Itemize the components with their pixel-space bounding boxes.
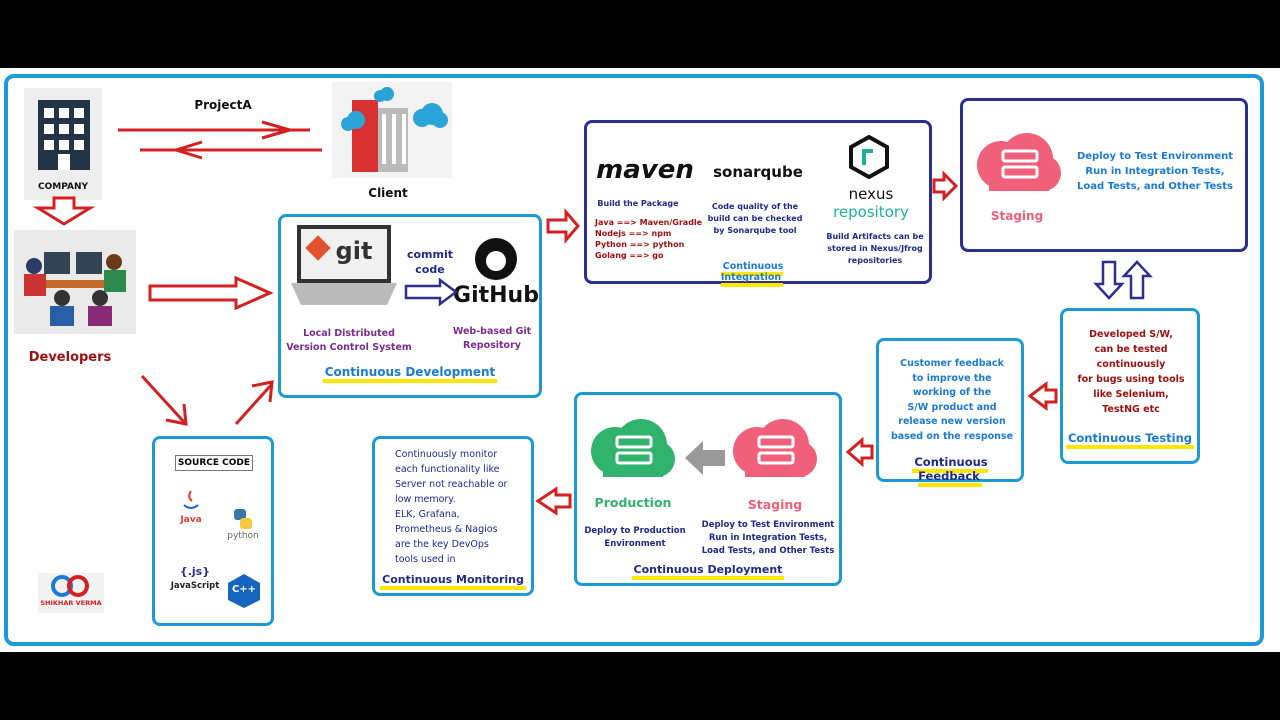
production-cloud-icon	[591, 419, 675, 477]
company-label: COMPANY	[38, 182, 88, 192]
outer-frame	[4, 74, 1264, 646]
logo-text: SHIKHAR VERMA	[40, 599, 102, 607]
continuous-integration-box: maven sonarqube nexus repository Build t…	[584, 120, 932, 287]
production-desc: Deploy to Production Environment	[584, 526, 686, 549]
production-label: Production	[594, 495, 672, 510]
github-octocat-icon	[475, 238, 517, 280]
continuous-deployment-label: Continuous Deployment	[631, 563, 785, 580]
continuous-integration-label: Continuous Integration	[720, 261, 784, 287]
nexus-desc: Build Artifacts can be stored in Nexus/J…	[826, 232, 924, 265]
continuous-testing-box: Developed S/W, can be tested continuousl…	[1060, 308, 1200, 464]
cpp-label: C++	[231, 584, 257, 595]
client-label: Client	[368, 186, 408, 200]
testing-desc: Developed S/W, can be tested continuousl…	[1077, 329, 1185, 415]
java-icon	[183, 490, 199, 509]
git-laptop-icon	[291, 225, 397, 305]
python-icon	[234, 509, 252, 529]
continuous-monitoring-box: Continuously monitor each functionality …	[372, 436, 534, 596]
continuous-development-label: Continuous Development	[322, 365, 498, 383]
continuous-feedback-title: Continuous Feedback	[879, 455, 1021, 487]
sonarqube-desc: Code quality of the build can be checked…	[707, 202, 803, 235]
diagram-canvas: COMPANY ProjectA Client Developers	[0, 68, 1280, 652]
continuous-deployment-title: Continuous Deployment	[577, 563, 839, 580]
java-label: Java	[180, 515, 202, 525]
continuous-testing-label: Continuous Testing	[1065, 431, 1195, 449]
github-desc: Web-based Git Repository	[452, 326, 532, 351]
continuous-monitoring-label: Continuous Monitoring	[380, 573, 526, 590]
continuous-development-box: git commit code GitHub Local Distributed…	[278, 214, 542, 398]
language-build-tools: Java ==> Maven/Gradle Nodejs ==> npm Pyt…	[595, 218, 703, 260]
continuous-development-title: Continuous Development	[281, 365, 539, 383]
feedback-desc: Customer feedback to improve the working…	[890, 358, 1014, 442]
sonarqube-logo: sonarqube	[713, 163, 803, 181]
local-vcs-desc: Local Distributed Version Control System	[286, 328, 412, 353]
logo-icon	[51, 575, 89, 597]
project-label: ProjectA	[194, 98, 252, 112]
staging-top-desc: Deploy to Test Environment Run in Integr…	[1076, 151, 1234, 192]
nexus-label: nexus	[848, 185, 894, 203]
deploy-staging-desc: Deploy to Test Environment Run in Integr…	[701, 520, 835, 556]
source-code-title: SOURCE CODE	[175, 455, 253, 471]
continuous-testing-title: Continuous Testing	[1063, 431, 1197, 449]
company-tile: COMPANY	[24, 88, 102, 200]
developers-illustration	[14, 230, 136, 334]
continuous-deployment-box: Production Staging Deploy to Production …	[574, 392, 842, 586]
continuous-feedback-box: Customer feedback to improve the working…	[876, 338, 1024, 487]
commit-label: commit code	[406, 248, 454, 276]
repository-label: repository	[833, 203, 909, 221]
cpp-icon	[228, 574, 260, 608]
staging-top-label: Staging	[990, 209, 1044, 223]
developers-icon	[24, 252, 126, 326]
continuous-feedback-label: Continuous Feedback	[912, 455, 988, 487]
javascript-label: JavaScript	[170, 581, 220, 591]
continuous-monitoring-title: Continuous Monitoring	[375, 573, 531, 590]
build-package-label: Build the Package	[597, 199, 679, 208]
git-laptop: git	[291, 225, 397, 305]
js-braces: {.js}	[179, 565, 211, 578]
building-icon	[38, 100, 90, 170]
python-label: python	[227, 531, 259, 541]
git-text: git	[335, 237, 373, 265]
continuous-integration-title: Continuous Integration	[697, 261, 807, 287]
deploy-staging-label: Staging	[747, 497, 803, 512]
source-code-box: SOURCE CODE Java python {.js} JavaScript…	[152, 436, 274, 626]
deploy-staging-cloud-icon	[733, 419, 817, 477]
staging-test-box: Staging Deploy to Test Environment Run i…	[960, 98, 1248, 252]
github-text: GitHub	[453, 283, 539, 308]
gray-left-arrow-icon	[685, 441, 725, 475]
developers-label: Developers	[28, 350, 112, 365]
staging-cloud-icon	[977, 133, 1061, 191]
client-building-icon	[341, 87, 448, 172]
client-tile	[332, 82, 452, 178]
maven-logo: maven	[596, 155, 694, 185]
shikhar-verma-logo: SHIKHAR VERMA	[38, 573, 104, 613]
nexus-icon	[849, 135, 889, 179]
monitoring-desc: Continuously monitor each functionality …	[395, 449, 508, 565]
